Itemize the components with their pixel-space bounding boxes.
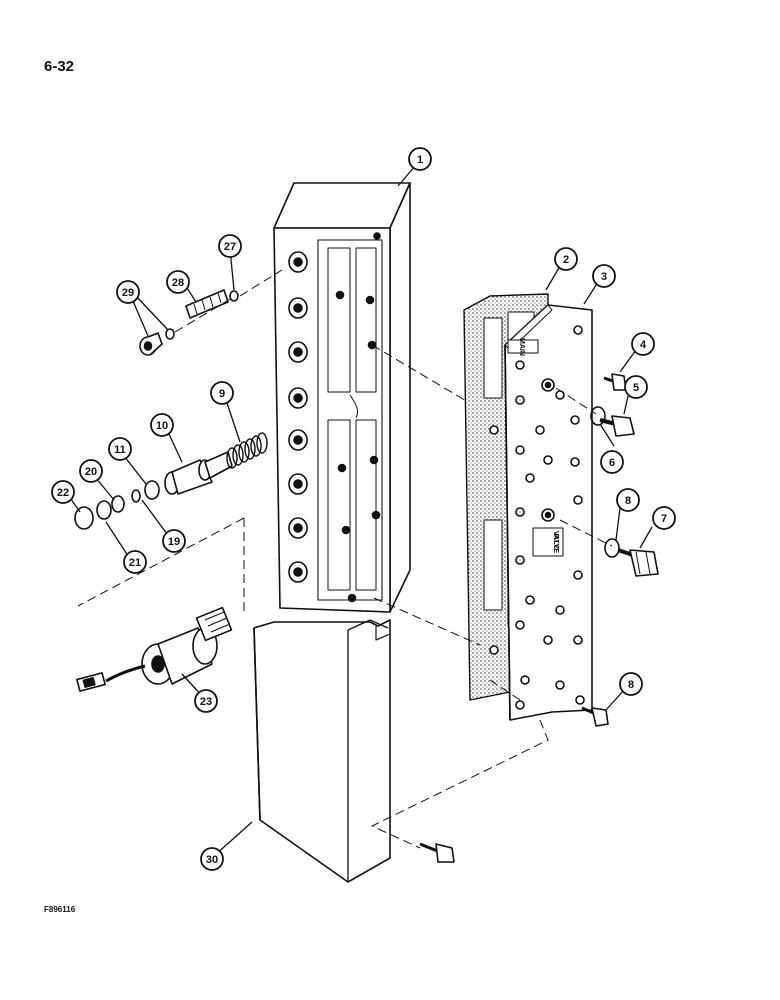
bolt-4 (599, 415, 635, 437)
callout-circle-8 (619, 672, 643, 696)
cover-plate (504, 304, 593, 721)
callout-circle-30 (200, 847, 224, 871)
o-ring-5 (590, 406, 606, 426)
callout-circle-10 (150, 413, 174, 437)
bolt-loose (419, 842, 455, 863)
callout-circle-28 (166, 270, 190, 294)
plug-28 (185, 289, 229, 319)
cover-shield (253, 619, 391, 883)
o-ring-19 (131, 489, 141, 503)
callout-label-29: 29 (122, 287, 134, 299)
o-ring-20 (111, 495, 125, 513)
spring (226, 432, 268, 469)
callout-circle-22 (51, 480, 75, 504)
callout-label-20: 20 (85, 466, 97, 478)
callout-circle-7 (652, 506, 676, 530)
callout-label-11: 11 (114, 444, 126, 456)
plug-29 (139, 332, 163, 356)
callout-circle-8 (616, 488, 640, 512)
callout-circle-29 (116, 280, 140, 304)
callout-label-1: 1 (417, 154, 423, 166)
bolt-8-top (603, 373, 627, 391)
o-ring-29 (165, 328, 175, 340)
callout-label-30: 30 (206, 854, 218, 866)
callout-circle-9 (210, 381, 234, 405)
callout-circle-19 (162, 529, 186, 553)
callout-label-8: 8 (628, 679, 634, 691)
alignment-lines (77, 269, 613, 849)
callout-label-10: 10 (156, 420, 168, 432)
callout-circle-2 (554, 247, 578, 271)
o-ring-11 (144, 480, 160, 500)
page-number: 6-32 (44, 58, 75, 75)
callout-label-22: 22 (57, 487, 69, 499)
callout-circle-21 (123, 550, 147, 574)
callout-label-9: 9 (219, 388, 225, 400)
callout-label-7: 7 (661, 513, 667, 525)
callout-circle-1 (408, 147, 432, 171)
callout-label-4: 4 (640, 339, 647, 351)
valve-body (273, 182, 411, 613)
bolt-8-bottom (581, 706, 609, 727)
pto-plate-label-2: VALVE (552, 531, 559, 554)
callout-circle-5 (624, 375, 648, 399)
callout-circle-20 (79, 459, 103, 483)
figure-code: F896116 (44, 905, 76, 914)
main-plate-label: MAIN (518, 338, 525, 356)
callout-circle-4 (631, 332, 655, 356)
callout-label-5: 5 (633, 382, 639, 394)
o-ring-27 (229, 290, 239, 302)
callout-label-19: 19 (168, 536, 180, 548)
callout-label-28: 28 (172, 277, 184, 289)
callout-circle-6 (600, 450, 624, 474)
callout-circle-23 (194, 689, 218, 713)
callout-circle-3 (592, 264, 616, 288)
o-ring-22 (74, 506, 94, 530)
callout-label-2: 2 (563, 254, 569, 266)
callout-circle-11 (108, 437, 132, 461)
callout-label-3: 3 (601, 271, 607, 283)
callout-label-8: 8 (625, 495, 631, 507)
bolt-6 (617, 548, 659, 577)
o-ring-21 (96, 500, 112, 520)
pto-plate-label-1: P.T.O (552, 534, 559, 551)
callout-label-23: 23 (200, 696, 212, 708)
solenoid (76, 606, 233, 692)
callout-label-21: 21 (129, 557, 141, 569)
callout-label-27: 27 (224, 241, 236, 253)
spool (164, 451, 233, 495)
o-ring-7 (604, 538, 620, 558)
callout-circle-27 (218, 234, 242, 258)
callout-label-6: 6 (609, 457, 615, 469)
